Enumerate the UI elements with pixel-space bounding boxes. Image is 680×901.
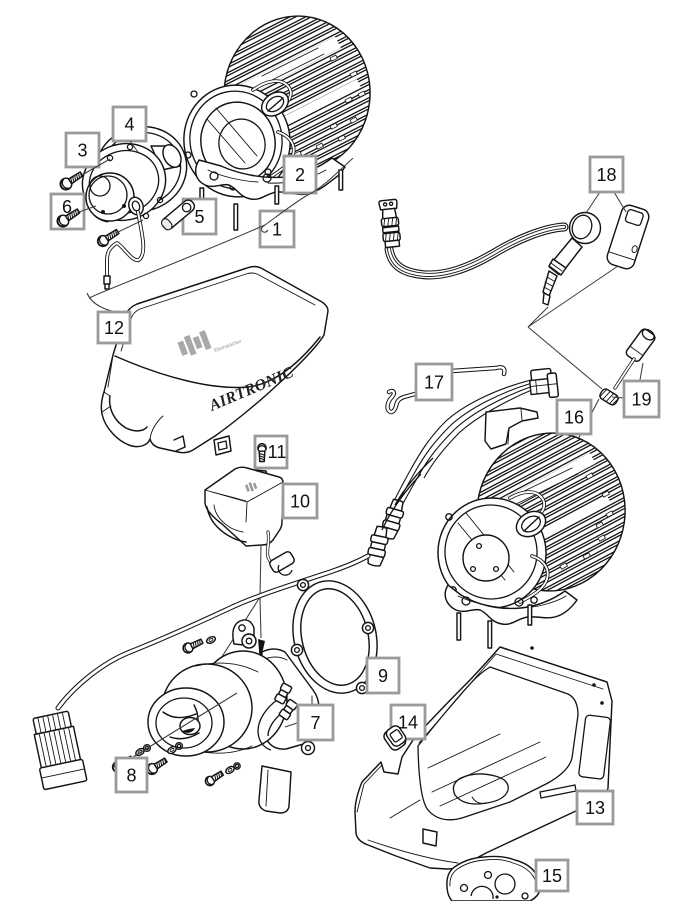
svg-text:19: 19 xyxy=(631,390,651,410)
svg-text:13: 13 xyxy=(585,798,605,818)
svg-text:10: 10 xyxy=(290,492,310,512)
svg-text:17: 17 xyxy=(424,373,444,393)
svg-text:2: 2 xyxy=(295,165,305,185)
svg-text:15: 15 xyxy=(542,866,562,886)
svg-text:3: 3 xyxy=(77,141,87,161)
svg-text:18: 18 xyxy=(596,165,616,185)
svg-text:8: 8 xyxy=(126,766,136,786)
svg-text:6: 6 xyxy=(62,197,72,217)
svg-text:12: 12 xyxy=(104,318,124,338)
svg-text:9: 9 xyxy=(378,666,388,686)
svg-text:16: 16 xyxy=(564,408,584,428)
svg-text:14: 14 xyxy=(398,713,418,733)
svg-text:11: 11 xyxy=(268,442,287,462)
svg-text:4: 4 xyxy=(124,115,134,135)
svg-text:5: 5 xyxy=(194,207,204,227)
svg-text:7: 7 xyxy=(310,713,320,733)
svg-text:1: 1 xyxy=(272,220,282,240)
